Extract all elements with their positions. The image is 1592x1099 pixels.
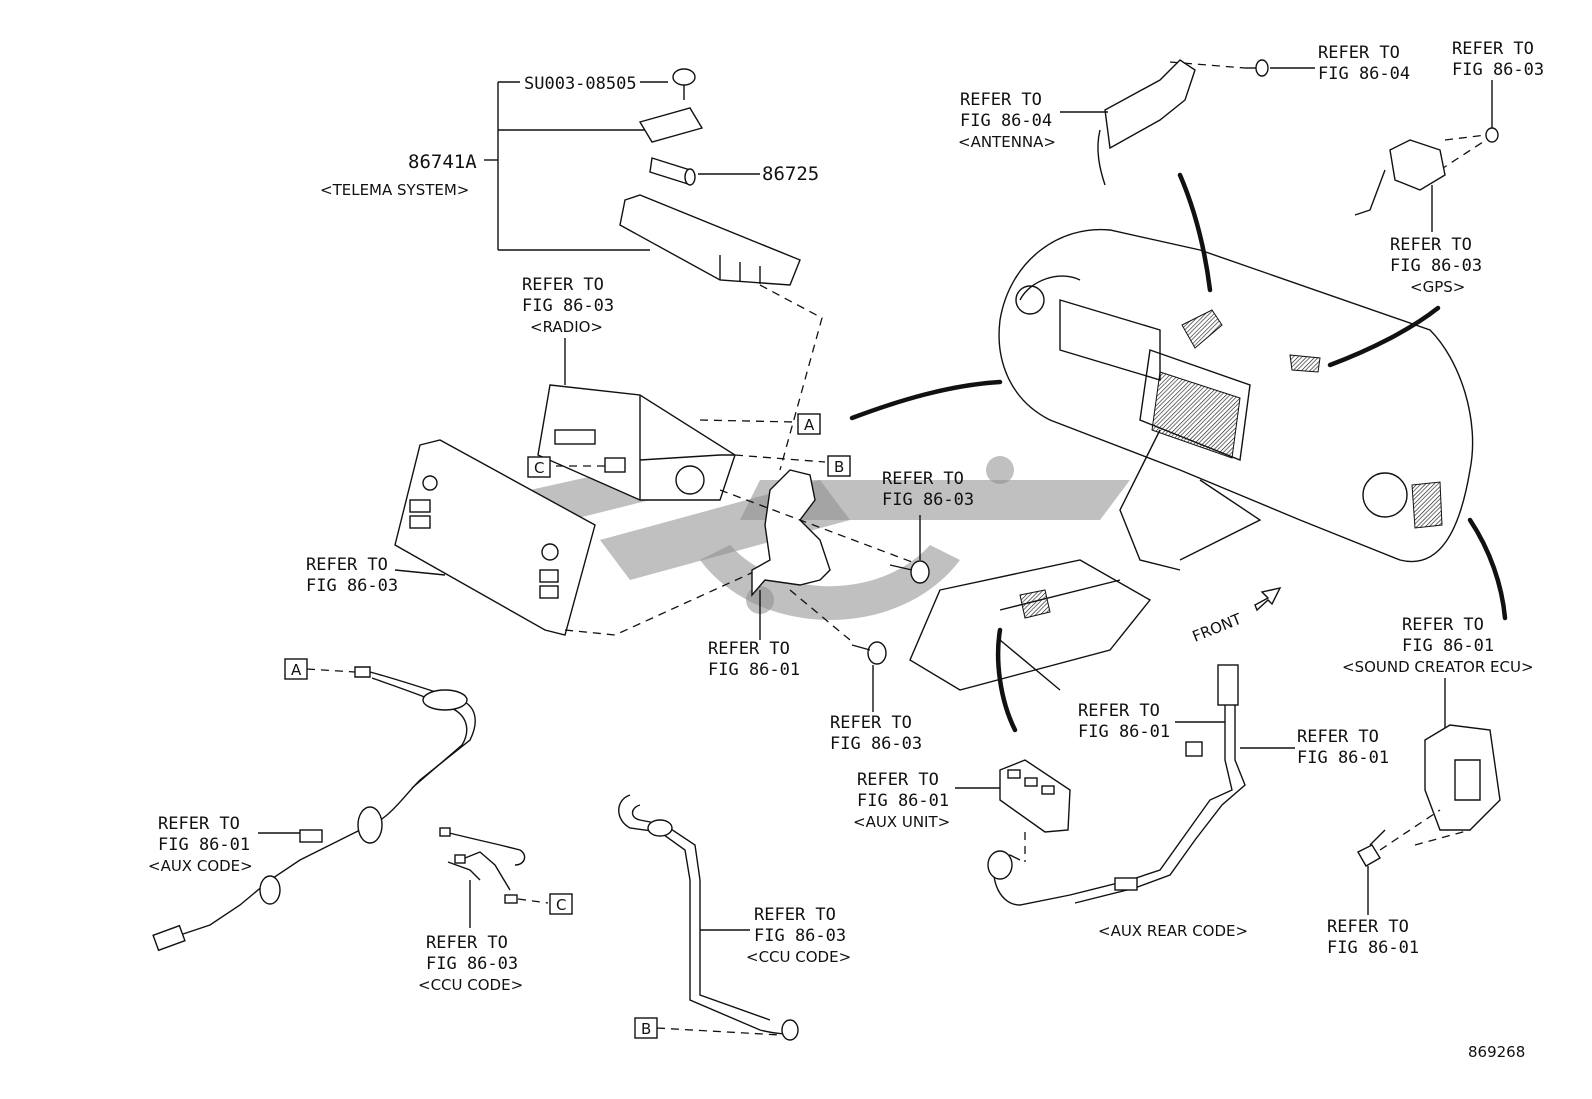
gps-callout-line1: REFER TO	[1390, 235, 1472, 255]
front-direction-label: FRONT	[1190, 610, 1245, 646]
radio-callout-desc: <RADIO>	[530, 318, 603, 336]
sound-creator-callout-line1: REFER TO	[1402, 615, 1484, 635]
antenna-callout-line1: REFER TO	[960, 90, 1042, 110]
front-arrow-icon	[1254, 586, 1282, 612]
svg-text:A: A	[804, 416, 815, 434]
bracket-callout-line1: REFER TO	[708, 639, 790, 659]
dashboard-outline	[909, 228, 1474, 691]
aux-code-callout-desc: <AUX CODE>	[148, 857, 253, 875]
radio-unit-icon	[537, 384, 736, 501]
radio-callout-line2: FIG 86-03	[522, 296, 614, 316]
screw-part-number: SU003-08505	[524, 74, 637, 94]
sound-creator-bolt-callout-line1: REFER TO	[1327, 917, 1409, 937]
svg-text:C: C	[556, 896, 566, 914]
antenna-bolt-callout-line1: REFER TO	[1318, 43, 1400, 63]
ccu-harness-icon	[439, 827, 526, 904]
screw-lower-callout-line1: REFER TO	[830, 713, 912, 733]
screw-lower-icon	[851, 641, 887, 665]
sound-creator-callout-line2: FIG 86-01	[1402, 636, 1494, 656]
telema-bracket	[484, 81, 760, 251]
ccu-left-callout-line1: REFER TO	[426, 933, 508, 953]
mount-bracket-icon	[751, 469, 831, 597]
ccu-left-callout-line2: FIG 86-03	[426, 954, 518, 974]
sound-creator-bolt-icon	[1357, 829, 1386, 867]
ccu-cable-icon	[618, 794, 799, 1041]
figure-number: 869268	[1468, 1043, 1525, 1061]
sound-creator-ecu-icon	[1424, 724, 1501, 831]
connector-c-top: C	[527, 456, 551, 478]
antenna-bolt-icon	[1245, 59, 1269, 77]
antenna-bolt-callout-line2: FIG 86-04	[1318, 64, 1410, 84]
screw-upper-callout-line2: FIG 86-03	[882, 490, 974, 510]
aux-rear-left-callout-line2: FIG 86-01	[1078, 722, 1170, 742]
telema-unit-icon	[619, 194, 801, 286]
bracket-callout-line2: FIG 86-01	[708, 660, 800, 680]
connector-b-bottom: B	[634, 1017, 658, 1039]
aux-code-callout-line1: REFER TO	[158, 814, 240, 834]
main-part-desc: <TELEMA SYSTEM>	[320, 181, 469, 199]
ccu-right-callout-line2: FIG 86-03	[754, 926, 846, 946]
svg-text:C: C	[534, 459, 544, 477]
svg-text:B: B	[641, 1020, 651, 1038]
panel-callout-line2: FIG 86-03	[306, 576, 398, 596]
ccu-left-callout-desc: <CCU CODE>	[418, 976, 523, 994]
main-part-number: 86741A	[408, 151, 477, 173]
aux-code-cable-icon	[152, 666, 476, 952]
ccu-right-callout-desc: <CCU CODE>	[746, 948, 851, 966]
radio-callout-line1: REFER TO	[522, 275, 604, 295]
aux-rear-left-callout-line1: REFER TO	[1078, 701, 1160, 721]
gps-callout-line2: FIG 86-03	[1390, 256, 1482, 276]
aux-unit-icon	[999, 759, 1071, 833]
cover-plate-icon	[638, 107, 704, 143]
svg-text:B: B	[834, 458, 844, 476]
sound-creator-bolt-callout-line2: FIG 86-01	[1327, 938, 1419, 958]
aux-rear-right-callout-line1: REFER TO	[1297, 727, 1379, 747]
connector-a-top: A	[797, 413, 821, 435]
connector-a-bottom: A	[284, 658, 308, 680]
aux-unit-callout-desc: <AUX UNIT>	[853, 813, 950, 831]
aux-code-callout-line2: FIG 86-01	[158, 835, 250, 855]
antenna-icon	[1097, 59, 1196, 186]
ccu-right-callout-line1: REFER TO	[754, 905, 836, 925]
face-panel-icon	[394, 439, 596, 636]
screw-upper-icon	[889, 560, 930, 584]
aux-rear-desc: <AUX REAR CODE>	[1098, 922, 1248, 940]
svg-text:A: A	[291, 661, 302, 679]
antenna-callout-desc: <ANTENNA>	[958, 133, 1056, 151]
connector-c-bottom: C	[549, 893, 573, 915]
aux-rear-cable-icon	[987, 664, 1246, 906]
connector-b-top: B	[827, 455, 851, 477]
gps-bolt-callout-line2: FIG 86-03	[1452, 60, 1544, 80]
gps-callout-desc: <GPS>	[1410, 278, 1465, 296]
panel-callout-line1: REFER TO	[306, 555, 388, 575]
screw-lower-callout-line2: FIG 86-03	[830, 734, 922, 754]
gps-module-icon	[1354, 139, 1446, 216]
antenna-callout-line2: FIG 86-04	[960, 111, 1052, 131]
aux-unit-callout-line2: FIG 86-01	[857, 791, 949, 811]
battery-icon	[649, 157, 696, 186]
battery-part-number: 86725	[762, 163, 819, 185]
gps-bolt-icon	[1485, 127, 1499, 143]
center-display-hatch	[1151, 371, 1241, 459]
screw-icon	[672, 68, 696, 100]
aux-rear-right-callout-line2: FIG 86-01	[1297, 748, 1389, 768]
aux-unit-callout-line1: REFER TO	[857, 770, 939, 790]
sound-creator-callout-desc: <SOUND CREATOR ECU>	[1342, 658, 1534, 676]
gps-bolt-callout-line1: REFER TO	[1452, 39, 1534, 59]
screw-upper-callout-line1: REFER TO	[882, 469, 964, 489]
